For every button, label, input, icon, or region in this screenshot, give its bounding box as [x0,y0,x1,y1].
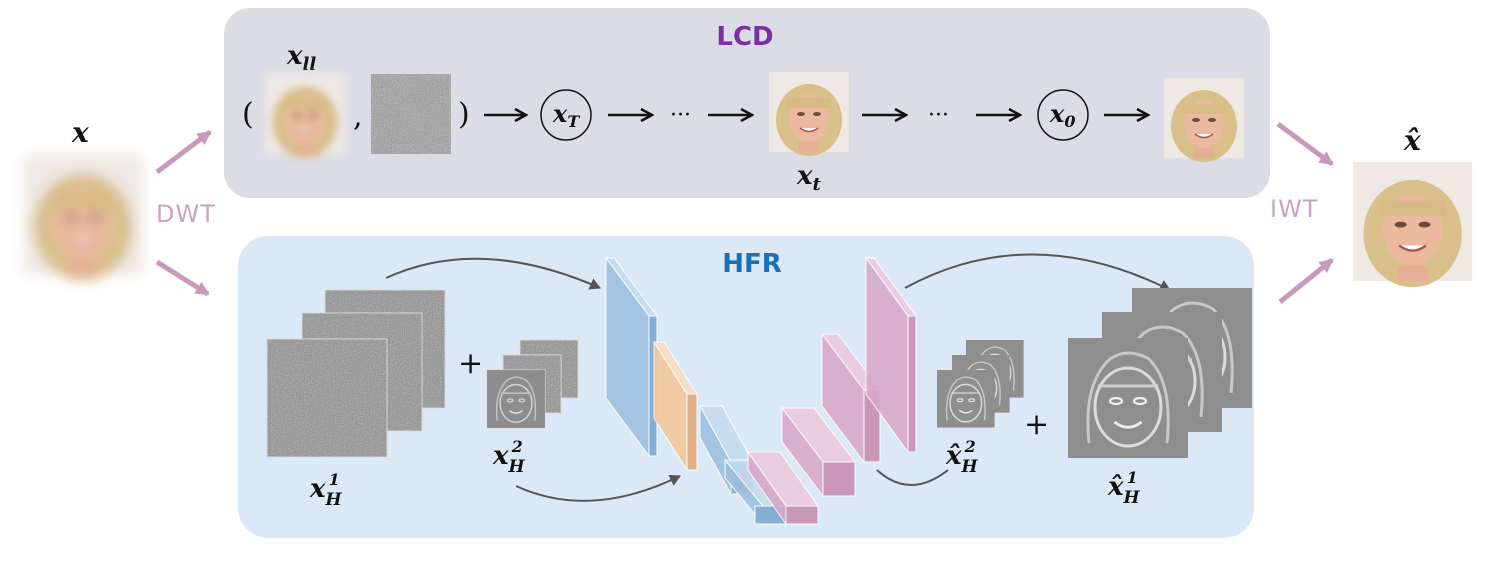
x-T-label: xT [552,99,580,131]
x-T-node [540,89,592,141]
xhat-H2-label: x̂H2 [945,437,979,477]
lcd-title: LCD [716,22,773,52]
output-face-thumbnail-icon [1351,160,1474,289]
unet-decoder-block-3 [865,256,917,454]
close-paren: ) [458,97,470,132]
input-x-label: x [71,116,89,149]
iwt-arrow-up [1278,258,1334,304]
hfr-panel [238,236,1254,538]
skip-connection-bottom-left [515,474,681,502]
x-H2-label: xH2 [492,437,526,477]
iwt-label: IWT [1270,195,1318,223]
x-H1-noise-stack [266,289,446,458]
plus-sign: + [1024,407,1049,442]
iwt-arrow-down [1276,121,1334,167]
open-paren: ( [242,97,254,132]
x-ll-label: xll [286,41,316,75]
lcd-output-face-thumbnail-icon [1163,77,1245,163]
dwt-arrow-up [155,130,212,174]
comma: , [353,99,363,134]
input-face-thumbnail-icon [23,155,143,281]
ellipsis: ··· [670,103,691,128]
skip-connection-bottom-right [876,469,949,486]
x-ll-face-thumbnail-icon [265,74,345,158]
unet-orange-block [653,340,698,472]
dwt-label: DWT [156,200,216,228]
unet-decoder-block-1 [780,406,857,498]
unet-bottleneck-pink [747,450,819,526]
dwt-arrow-down [155,259,210,297]
x-H1-label: xH1 [309,470,343,510]
x-t-face-thumbnail-icon [768,71,850,157]
output-xhat-label: x̂ [1403,124,1421,157]
skip-connection-top-left [385,257,601,290]
hfr-title: HFR [722,249,782,279]
xhat-H1-label: x̂H1 [1107,468,1141,508]
lcd-panel [224,8,1270,198]
x-t-label: xt [796,161,822,195]
plus-sign: + [458,346,483,381]
skip-connection-top-right [904,253,1171,291]
unet-encoder-block-1 [605,256,658,458]
x-0-node [1037,89,1089,141]
x-0-label: x0 [1049,99,1075,131]
ellipsis: ··· [928,103,949,128]
noise-patch-icon [371,74,451,154]
x-H2-noise-stack [486,339,579,429]
